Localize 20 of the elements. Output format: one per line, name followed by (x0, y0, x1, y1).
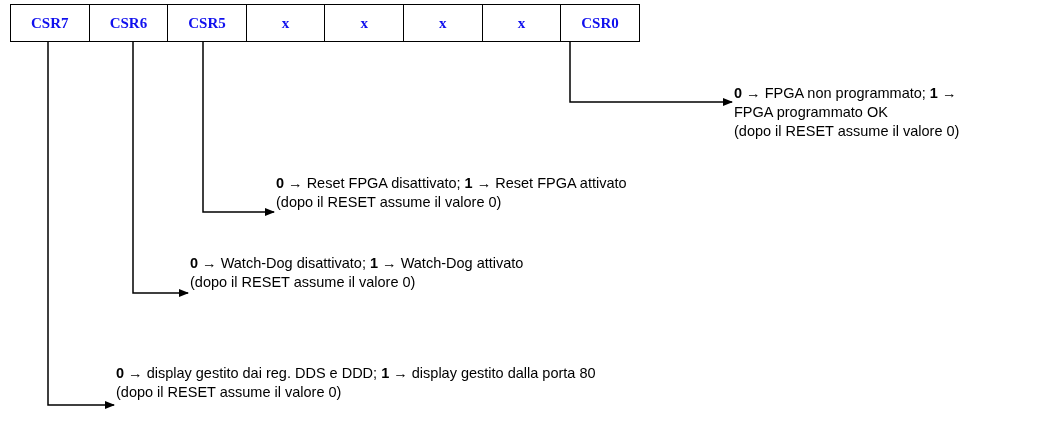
arrow (132, 41, 189, 297)
register-bit-cell: x (324, 4, 404, 42)
reset-note: (dopo il RESET assume il valore 0) (276, 193, 503, 212)
bit-description: 0 → Watch-Dog disattivato; 1 → Watch-Dog attivato (190, 254, 524, 273)
register-bit-cell: x (245, 4, 326, 42)
arrow (202, 41, 275, 216)
bit-description: 0 → Reset FPGA disattivato; 1 → Reset FPGA attivato (276, 174, 627, 193)
bit-description: 0 → display gestito dai reg. DDS e DDD; 1 → display gestito dalla porta 80 (116, 364, 596, 383)
reset-note: (dopo il RESET assume il valore 0) (116, 383, 343, 402)
register-bit-cell: CSR5 (167, 4, 247, 42)
bit-description: 0 → FPGA non programmato; 1 → FPGA programmato OK (734, 84, 958, 122)
register-bit-cell: x (403, 4, 483, 42)
register-bit-cell: CSR6 (88, 4, 169, 42)
reset-note: (dopo il RESET assume il valore 0) (190, 273, 417, 292)
register-bit-cell: CSR7 (10, 4, 90, 42)
arrow (569, 41, 733, 106)
register-bit-cell: CSR0 (560, 4, 640, 42)
arrow (47, 41, 115, 409)
register-bit-cell: x (481, 4, 562, 42)
reset-note: (dopo il RESET assume il valore 0) (734, 122, 961, 141)
